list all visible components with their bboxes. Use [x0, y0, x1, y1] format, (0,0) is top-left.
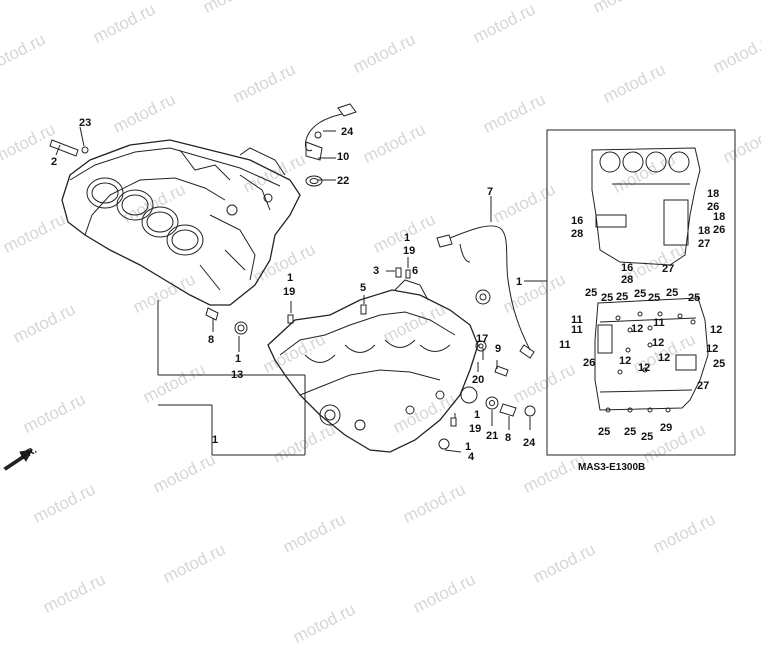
callout-number: 16: [621, 262, 634, 274]
callout-number: 24: [341, 126, 354, 138]
callout-number: 1: [465, 441, 472, 453]
inset-frame: [546, 129, 736, 456]
callout-number: 8: [208, 334, 215, 346]
callout-number: 1: [474, 409, 481, 421]
callout-number: 27: [662, 263, 675, 275]
callout-number: 26: [713, 224, 726, 236]
callout-number: 16: [571, 215, 584, 227]
watermark-text: motod.ru: [410, 569, 479, 617]
callout-number: 11: [559, 339, 571, 351]
callout-number: 1: [212, 434, 219, 446]
callout-number: 11: [571, 324, 583, 336]
crankcase-diagram: [3, 103, 736, 471]
sensor-10: [305, 103, 357, 187]
callout-number: 11: [571, 314, 583, 326]
callout-number: 12: [638, 362, 651, 374]
callout-number: 11: [653, 317, 665, 329]
callout-number: 8: [505, 432, 512, 444]
callout-number: 23: [79, 117, 92, 129]
callout-number: 5: [360, 282, 367, 294]
stud-bolt-2: [49, 139, 89, 157]
callout-number: 25: [624, 426, 637, 438]
callout-number: 18: [698, 225, 711, 237]
callout-number: 27: [697, 380, 710, 392]
callout-number: 1: [516, 276, 523, 288]
callout-number: 3: [373, 265, 380, 277]
callout-number: 7: [487, 186, 494, 198]
callout-number: 25: [666, 287, 679, 299]
watermark-text: motod.ru: [40, 569, 109, 617]
callout-number: 21: [486, 430, 499, 442]
lower-crankcase: [267, 279, 479, 453]
callout-number: 1: [235, 353, 242, 365]
callout-number: 1: [287, 272, 294, 284]
callout-number: 18: [713, 211, 726, 223]
callout-number: 25: [616, 291, 629, 303]
inset-lower-view: [594, 297, 709, 413]
callout-number: 12: [710, 324, 723, 336]
callout-number: 13: [231, 369, 244, 381]
callout-number: 25: [598, 426, 611, 438]
callout-number: 17: [476, 333, 489, 345]
callout-number: 25: [688, 292, 701, 304]
callout-number: 25: [634, 288, 647, 300]
diagram-code: MAS3-E1300B: [578, 462, 646, 473]
small-parts: [205, 267, 536, 450]
callout-number: 25: [601, 292, 614, 304]
callout-number: 18: [707, 188, 720, 200]
callout-number: 26: [583, 357, 596, 369]
callout-number: 27: [698, 238, 711, 250]
callout-number: 12: [652, 337, 665, 349]
callout-number: 1: [404, 232, 411, 244]
callout-number: 2: [51, 156, 58, 168]
callout-number: 6: [412, 265, 419, 277]
callout-number: 24: [523, 437, 536, 449]
callout-number: 25: [648, 292, 661, 304]
callout-number: 25: [585, 287, 598, 299]
callout-number: 28: [571, 228, 584, 240]
callout-number: 10: [337, 151, 350, 163]
callout-number: 28: [621, 274, 634, 286]
upper-crankcase: [61, 139, 301, 306]
callout-number: 22: [337, 175, 350, 187]
callout-number: 26: [707, 201, 720, 213]
callout-number: 19: [469, 423, 482, 435]
callout-number: 25: [713, 358, 726, 370]
callout-number: 9: [495, 343, 502, 355]
watermark-text: motod.ru: [290, 599, 359, 647]
inset-upper-view: [591, 147, 701, 266]
callout-number: 29: [660, 422, 673, 434]
callout-number: 12: [631, 323, 644, 335]
callout-number: 19: [403, 245, 416, 257]
wire-harness-7: [436, 225, 535, 359]
callout-number: 20: [472, 374, 485, 386]
leader-lines: [55, 126, 547, 456]
callout-number: 4: [468, 451, 475, 463]
callout-number: 19: [283, 286, 296, 298]
front-direction-arrow: [3, 449, 33, 471]
callout-number: 12: [619, 355, 632, 367]
callout-number: 12: [706, 343, 719, 355]
callout-number: 12: [658, 352, 671, 364]
callout-number: 25: [641, 431, 654, 443]
